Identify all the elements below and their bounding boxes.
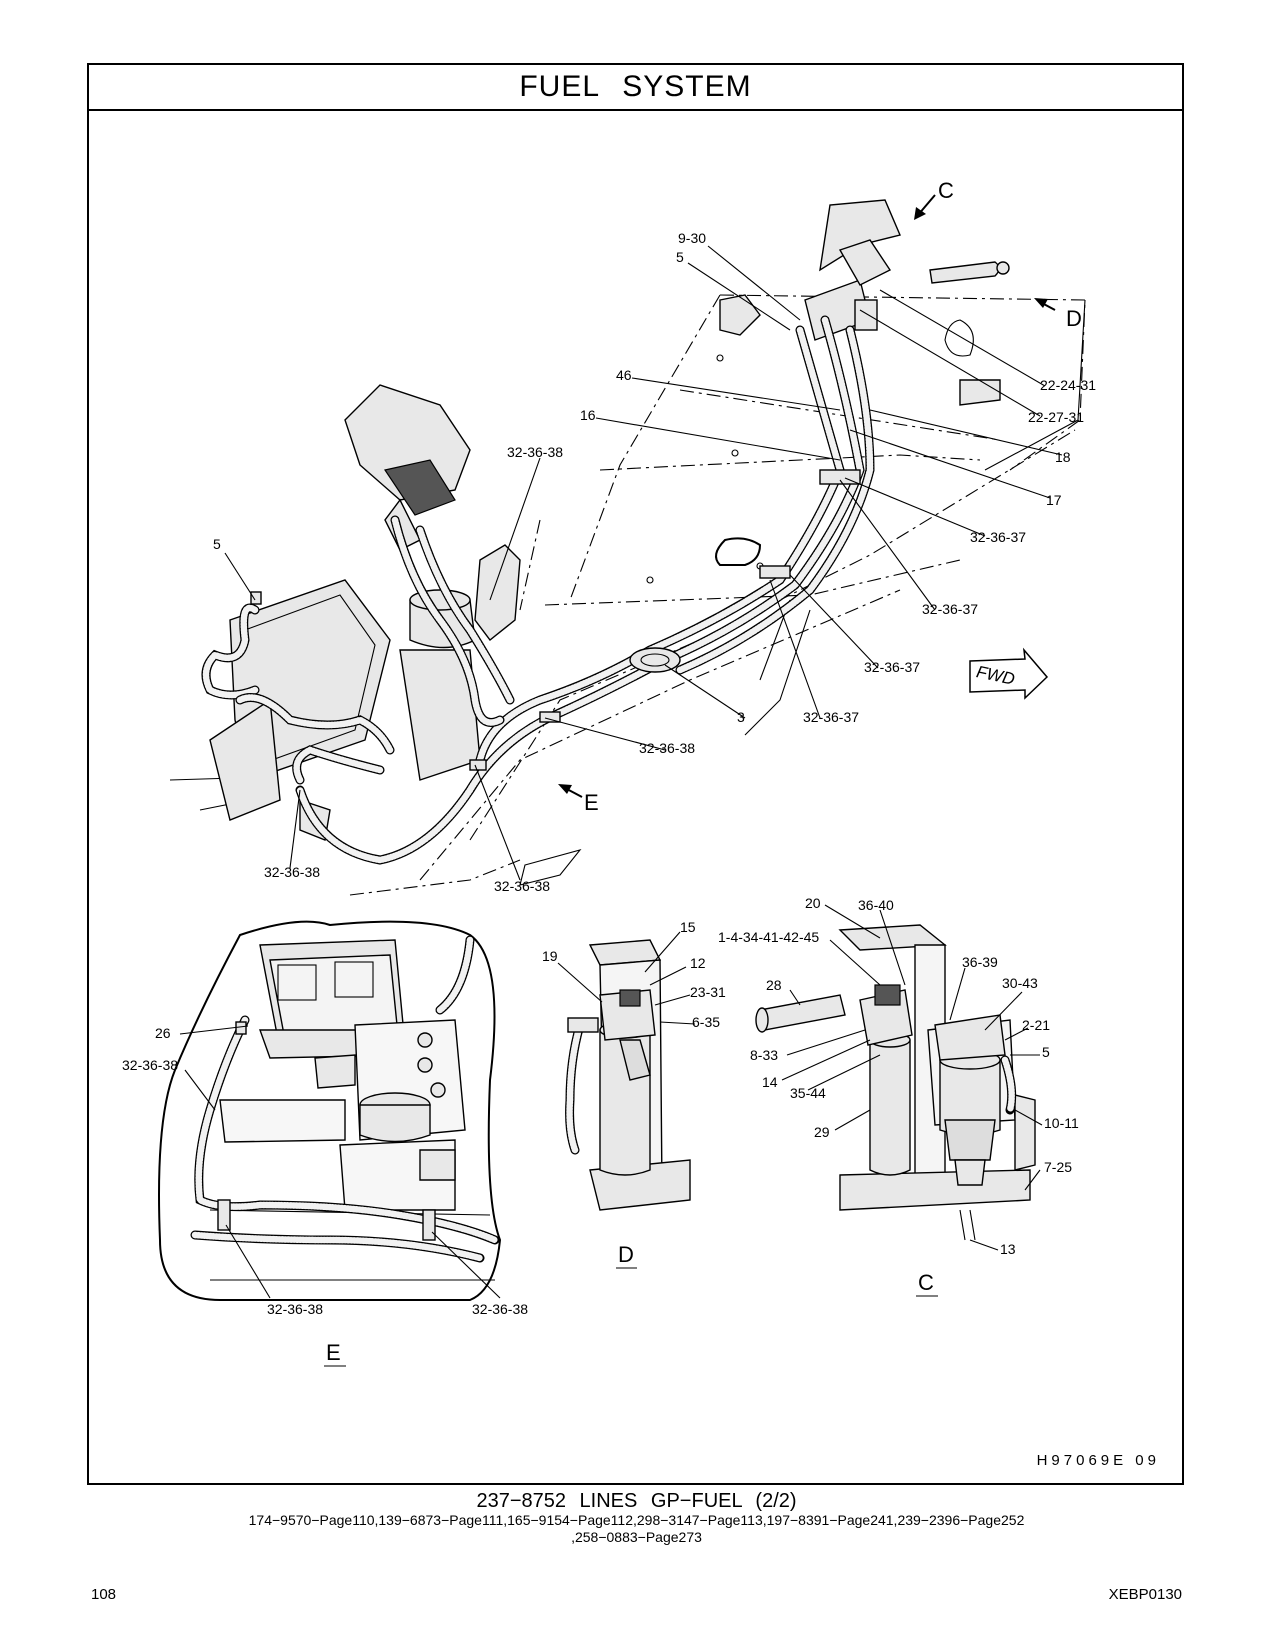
callout: 30-43 xyxy=(1002,975,1038,991)
callout: 35-44 xyxy=(790,1085,826,1101)
view-e-label: E xyxy=(326,1340,341,1365)
caption-title: 237−8752 LINES GP−FUEL (2/2) xyxy=(476,1490,797,1512)
callout: 32-36-37 xyxy=(864,659,920,675)
callout: 23-31 xyxy=(690,984,726,1000)
main-view: C D E FWD 9-30 5 46 16 32-36-38 5 22-24-… xyxy=(169,178,1096,896)
callout: 19 xyxy=(542,948,558,964)
callout: 36-39 xyxy=(962,954,998,970)
page-title: FUEL SYSTEM xyxy=(519,70,752,103)
callout: 14 xyxy=(762,1074,778,1090)
callout: 8-33 xyxy=(750,1047,778,1063)
callout: 15 xyxy=(680,919,696,935)
view-e-detail: 26 32-36-38 32-36-38 32-36-38 E xyxy=(122,920,528,1367)
view-d-label: D xyxy=(618,1242,634,1267)
callout: 32-36-37 xyxy=(803,709,859,725)
callout: 2-21 xyxy=(1022,1017,1050,1033)
callout: 17 xyxy=(1046,492,1062,508)
callout: 12 xyxy=(690,955,706,971)
callout: 22-27-31 xyxy=(1028,409,1084,425)
view-arrow-c-label: C xyxy=(938,178,954,203)
callout: 1-4-34-41-42-45 xyxy=(718,929,819,945)
callout: 32-36-38 xyxy=(267,1301,323,1317)
callout: 32-36-37 xyxy=(970,529,1026,545)
callout: 5 xyxy=(676,249,684,265)
caption-references-line-1: 174−9570−Page110,139−6873−Page111,165−91… xyxy=(248,1512,1025,1528)
caption-references-line-2: ,258−0883−Page273 xyxy=(571,1529,702,1545)
callout: 32-36-38 xyxy=(507,444,563,460)
callout: 5 xyxy=(1042,1044,1050,1060)
callout: 36-40 xyxy=(858,897,894,913)
callout: 32-36-38 xyxy=(122,1057,178,1073)
callout: 18 xyxy=(1055,449,1071,465)
callout: 32-36-37 xyxy=(922,601,978,617)
document-code: XEBP0130 xyxy=(1108,1586,1182,1603)
callout: 6-35 xyxy=(692,1014,720,1030)
title-bar: FUEL SYSTEM xyxy=(89,65,1182,111)
callout: 16 xyxy=(580,407,596,423)
callout: 32-36-38 xyxy=(472,1301,528,1317)
callout: 29 xyxy=(814,1124,830,1140)
callout: 32-36-38 xyxy=(494,878,550,894)
callout: 13 xyxy=(1000,1241,1016,1257)
callout: 7-25 xyxy=(1044,1159,1072,1175)
callout: 22-24-31 xyxy=(1040,377,1096,393)
drawing-frame: FUEL SYSTEM H97069E 09 xyxy=(87,63,1184,1485)
callout: 5 xyxy=(213,536,221,552)
view-d-detail: 15 19 12 23-31 6-35 D xyxy=(542,919,726,1269)
view-c-detail: 20 36-40 1-4-34-41-42-45 36-39 28 30-43 … xyxy=(718,895,1079,1297)
callout: 32-36-38 xyxy=(639,740,695,756)
view-arrow-d-label: D xyxy=(1066,306,1082,331)
caption: 237−8752 LINES GP−FUEL (2/2) 174−9570−Pa… xyxy=(0,1490,1273,1546)
page-number: 108 xyxy=(91,1586,117,1603)
view-arrow-e-label: E xyxy=(584,790,599,815)
callout: 28 xyxy=(766,977,782,993)
view-c-label: C xyxy=(918,1270,934,1295)
callout: 32-36-38 xyxy=(264,864,320,880)
callout: 3 xyxy=(737,709,745,725)
callout: 10-11 xyxy=(1044,1115,1079,1131)
drawing-code: H97069E 09 xyxy=(1036,1452,1160,1469)
callout: 26 xyxy=(155,1025,171,1041)
callout: 9-30 xyxy=(678,230,706,246)
callout: 46 xyxy=(616,367,632,383)
callout: 20 xyxy=(805,895,821,911)
